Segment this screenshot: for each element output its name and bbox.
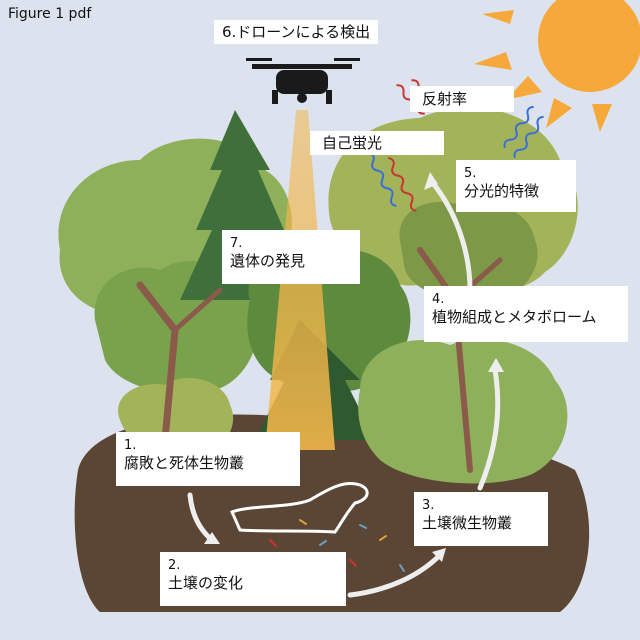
label-decomposition: 1. 腐敗と死体生物叢 xyxy=(116,432,300,486)
label-text: 自己蛍光 xyxy=(322,134,382,152)
label-text: 反射率 xyxy=(422,90,467,108)
label-text: 分光的特徴 xyxy=(464,182,539,200)
figure-title: Figure 1 pdf xyxy=(8,6,91,22)
label-number: 1. xyxy=(124,438,292,454)
label-number: 2. xyxy=(168,558,338,574)
label-number: 7. xyxy=(230,236,352,252)
label-text: 腐敗と死体生物叢 xyxy=(124,454,244,472)
label-reflectance: 反射率 xyxy=(410,86,514,112)
label-text: 6.ドローンによる検出 xyxy=(222,23,370,41)
label-number: 5. xyxy=(464,166,568,182)
label-text: 土壌の変化 xyxy=(168,574,243,592)
label-spectral-features: 5. 分光的特徴 xyxy=(456,160,576,212)
label-plant-composition: 4. 植物組成とメタボローム xyxy=(424,286,628,342)
label-text: 遺体の発見 xyxy=(230,252,305,270)
label-soil-change: 2. 土壌の変化 xyxy=(160,552,346,606)
label-autofluorescence: 自己蛍光 xyxy=(310,131,444,155)
label-remains-found: 7. 遺体の発見 xyxy=(222,230,360,284)
label-number: 3. xyxy=(422,498,540,514)
label-number: 4. xyxy=(432,292,620,308)
label-text: 土壌微生物叢 xyxy=(422,514,512,532)
label-soil-microbiome: 3. 土壌微生物叢 xyxy=(414,492,548,546)
label-text: 植物組成とメタボローム xyxy=(432,308,597,326)
label-drone-detection: 6.ドローンによる検出 xyxy=(214,20,378,44)
